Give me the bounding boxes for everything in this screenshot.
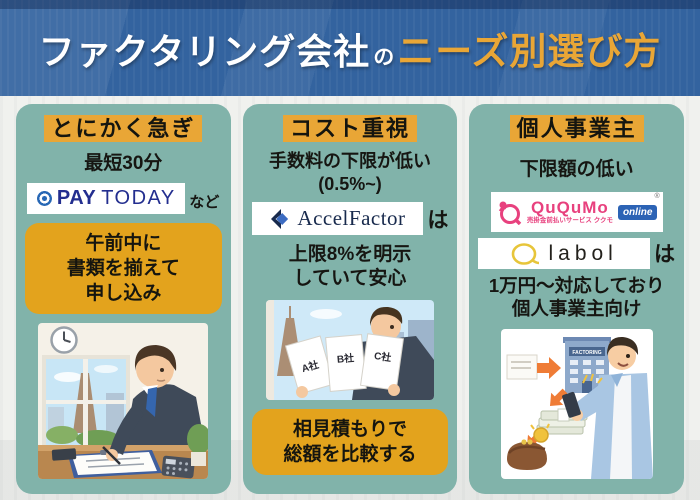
cost-detail-line2: していて安心 xyxy=(293,268,407,290)
cost-logo-note: は xyxy=(427,209,449,233)
comparison-columns: とにかく急ぎ 最短30分 PAY TODAY など 午前中に 書類を揃えて 申し… xyxy=(0,96,700,494)
quote-paper-a: A社 xyxy=(284,335,335,395)
page-title-accent: ニーズ別選び方 xyxy=(397,31,662,72)
ququmo-logo: QuQuMo 売掛金前払いサービス ククモ online ® xyxy=(490,192,663,233)
calculator-icon xyxy=(161,455,196,479)
quote-paper-c-label: C社 xyxy=(373,349,392,364)
invoice-document-icon xyxy=(506,354,538,380)
urgent-advice-line: 午前中に xyxy=(85,233,162,255)
urgent-advice-line: 申し込み xyxy=(85,283,162,305)
paytoday-circle-icon xyxy=(36,191,52,207)
flow-arrow-down-left xyxy=(549,388,568,407)
sole-detail-line1: 1万円〜対応しており xyxy=(488,275,665,297)
page-title-particle: の xyxy=(373,46,395,69)
illustration-man-writing-at-desk xyxy=(38,323,209,480)
urgent-logo-note: など xyxy=(189,194,220,212)
labol-logo: labol xyxy=(478,238,650,270)
quote-paper-c: C社 xyxy=(359,332,404,391)
wall-clock-icon xyxy=(50,326,79,355)
paytoday-logo-row: PAY TODAY など xyxy=(25,183,222,215)
labol-logo-text: labol xyxy=(548,241,618,265)
cost-advice-line: 総額を比較する xyxy=(283,443,417,465)
quote-paper-b: B社 xyxy=(325,333,367,392)
column-sole-proprietor-title: 個人事業主 xyxy=(509,115,644,143)
ququmo-logo-text-stack: QuQuMo 売掛金前払いサービス ククモ xyxy=(527,199,613,225)
column-urgent-title: とにかく急ぎ xyxy=(44,115,203,143)
column-urgent: とにかく急ぎ 最短30分 PAY TODAY など 午前中に 書類を揃えて 申し… xyxy=(16,104,231,494)
urgent-advice-line: 書類を揃えて xyxy=(66,258,180,280)
labol-logo-row: labol は xyxy=(478,238,675,270)
header-banner: ファクタリング会社 の ニーズ別選び方 xyxy=(0,0,700,96)
paytoday-logo-text-bold: PAY xyxy=(56,187,97,210)
ququmo-mascot-icon xyxy=(498,201,522,226)
factoring-building-icon: FACTORING xyxy=(562,337,611,394)
cost-point-line1: 手数料の下限が低い xyxy=(268,151,431,172)
window-with-tower-view xyxy=(42,355,131,452)
sole-proprietor-figure xyxy=(561,337,653,480)
cost-advice-box: 相見積もりで 総額を比較する xyxy=(251,408,449,475)
cost-detail-line1: 上限8%を明示 xyxy=(288,244,412,266)
arm-with-pen xyxy=(102,403,145,466)
ququmo-tagline: 売掛金前払いサービス ククモ xyxy=(526,217,613,225)
illustration-factoring-cash-flow: FACTORING xyxy=(500,329,653,480)
sole-detail-line2: 個人事業主向け xyxy=(511,298,642,320)
smartphone-icon xyxy=(52,448,77,461)
labol-loop-icon xyxy=(512,242,540,265)
plant-icon xyxy=(187,424,209,467)
ququmo-logo-text: QuQuMo xyxy=(531,198,609,218)
accelfactor-logo-row: AccelFactor は xyxy=(251,202,449,236)
flow-arrow-right xyxy=(536,357,561,380)
urgent-advice-box: 午前中に 書類を揃えて 申し込み xyxy=(25,223,222,315)
page-title: ファクタリング会社 の ニーズ別選び方 xyxy=(39,21,662,75)
page-title-main: ファクタリング会社 xyxy=(38,31,371,72)
cost-point-line2: (0.5%~) xyxy=(318,173,382,194)
building-sign-label: FACTORING xyxy=(572,350,601,356)
urgent-point: 最短30分 xyxy=(84,153,163,175)
accelfactor-logo-text: AccelFactor xyxy=(297,206,406,231)
column-cost-title: コスト重視 xyxy=(282,115,417,143)
paytoday-logo-text-light: TODAY xyxy=(101,187,176,210)
registered-mark: ® xyxy=(654,193,660,201)
coin-icon xyxy=(529,423,550,444)
ququmo-online-badge: online xyxy=(617,204,658,220)
smartphone-icon xyxy=(561,392,581,419)
wallet-icon xyxy=(506,439,547,471)
accelfactor-logo: AccelFactor xyxy=(251,202,424,236)
cost-advice-line: 相見積もりで xyxy=(292,418,407,440)
businessman-figure xyxy=(124,345,207,452)
column-cost: コスト重視 手数料の下限が低い (0.5%~) AccelFactor は 上限… xyxy=(242,104,458,494)
illustration-man-comparing-quotes: A社 B社 C社 xyxy=(265,299,434,400)
column-sole-proprietor: 個人事業主 下限額の低い QuQuMo 売掛金前払いサービス ククモ onlin… xyxy=(469,104,684,494)
sole-logo-note: は xyxy=(654,243,675,267)
quote-paper-b-label: B社 xyxy=(336,351,354,365)
paytoday-logo: PAY TODAY xyxy=(27,183,186,215)
sole-point: 下限額の低い xyxy=(519,159,634,181)
accelfactor-chevron-icon xyxy=(271,208,289,229)
